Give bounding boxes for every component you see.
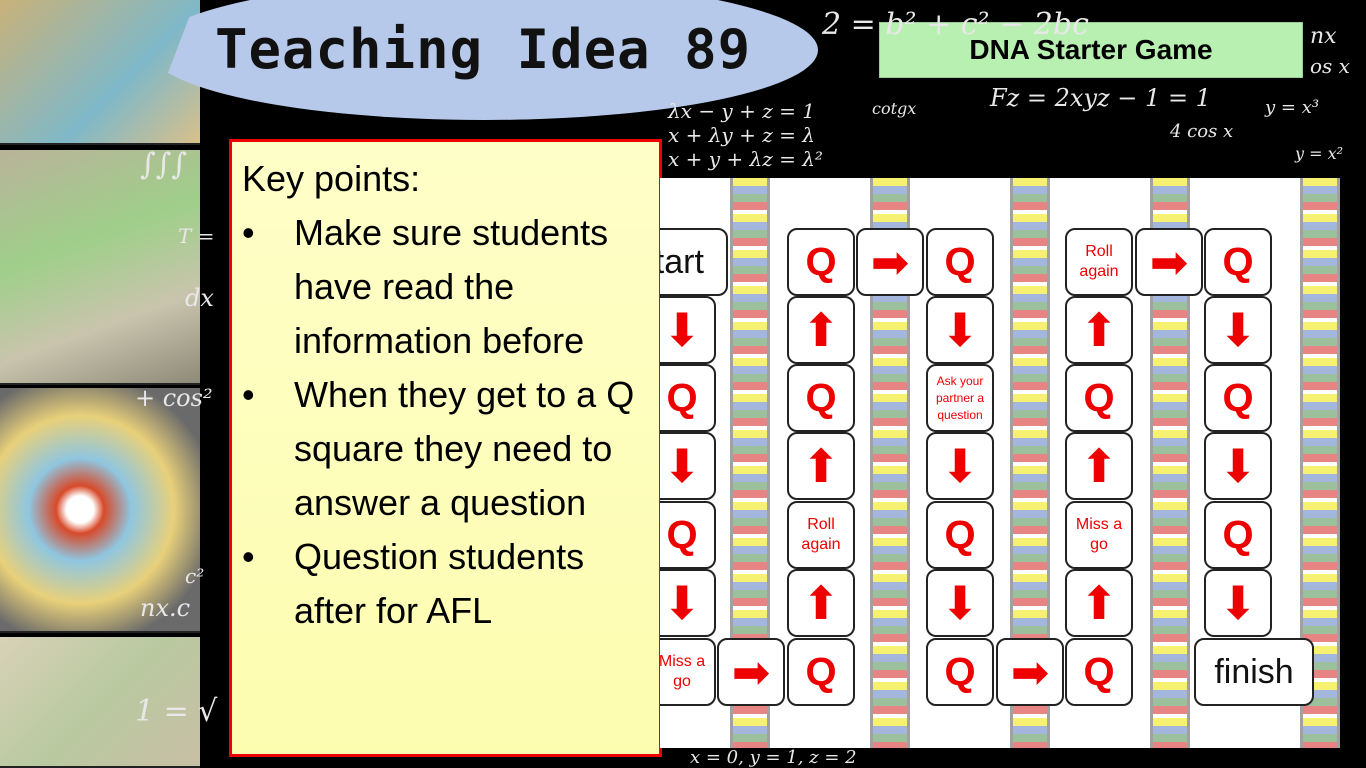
question-square: Q bbox=[1204, 228, 1272, 296]
math-formula: y = x³ bbox=[1265, 97, 1320, 118]
question-square: Q bbox=[787, 638, 855, 706]
arrow-square: ⬇ bbox=[1204, 569, 1272, 637]
arrow-square: ⬇ bbox=[660, 569, 716, 637]
arrow-square: ⬇ bbox=[660, 432, 716, 500]
question-square: Q bbox=[926, 638, 994, 706]
key-points-box: Key points: • Make sure students have rea… bbox=[229, 139, 662, 757]
question-square: Q bbox=[1204, 364, 1272, 432]
arrow-square: ➡ bbox=[996, 638, 1064, 706]
arrow-square: ⬆ bbox=[787, 432, 855, 500]
arrow-square: ⬇ bbox=[926, 296, 994, 364]
key-point-text: Make sure students have read the informa… bbox=[294, 212, 609, 361]
photo-dna-model bbox=[0, 0, 200, 145]
arrow-square: ➡ bbox=[856, 228, 924, 296]
question-square: Q bbox=[787, 228, 855, 296]
action-square: Roll again bbox=[787, 501, 855, 569]
bullet: • bbox=[242, 212, 255, 253]
math-formula: cotgx bbox=[872, 99, 917, 118]
math-formula: nx bbox=[1310, 24, 1337, 49]
math-formula: x + y + λz = λ² bbox=[668, 147, 823, 171]
arrow-square: ⬇ bbox=[660, 296, 716, 364]
question-square: Q bbox=[926, 501, 994, 569]
title-banner bbox=[150, 0, 818, 120]
arrow-square: ⬆ bbox=[787, 569, 855, 637]
finish-square: finish bbox=[1194, 638, 1314, 706]
arrow-square: ⬆ bbox=[787, 296, 855, 364]
arrow-square: ⬇ bbox=[1204, 432, 1272, 500]
math-formula: y = x² bbox=[1295, 144, 1344, 163]
classroom-photos-strip bbox=[0, 0, 205, 768]
key-point-text: When they get to a Q square they need to… bbox=[294, 374, 635, 523]
action-square: Miss a go bbox=[660, 638, 716, 706]
math-formula: x = 0, y = 1, z = 2 bbox=[690, 747, 857, 768]
photo-cell-worksheet bbox=[0, 637, 200, 768]
bullet: • bbox=[242, 374, 255, 415]
photo-cell-cycle-wheel bbox=[0, 388, 200, 633]
start-square: Start bbox=[660, 228, 728, 296]
question-square: Q bbox=[660, 364, 716, 432]
arrow-square: ⬆ bbox=[1065, 296, 1133, 364]
question-square: Q bbox=[660, 501, 716, 569]
action-square: Ask your partner a question bbox=[926, 364, 994, 432]
arrow-square: ⬆ bbox=[1065, 569, 1133, 637]
arrow-square: ➡ bbox=[717, 638, 785, 706]
key-point: • Question students after for AFL bbox=[242, 530, 649, 638]
arrow-square: ➡ bbox=[1135, 228, 1203, 296]
question-square: Q bbox=[1204, 501, 1272, 569]
arrow-square: ⬇ bbox=[926, 569, 994, 637]
math-formula: 4 cos x bbox=[1170, 121, 1234, 142]
question-square: Q bbox=[1065, 364, 1133, 432]
arrow-square: ⬇ bbox=[926, 432, 994, 500]
bullet: • bbox=[242, 536, 255, 577]
slide-tag: DNA Starter Game bbox=[879, 22, 1303, 78]
question-square: Q bbox=[787, 364, 855, 432]
arrow-square: ⬇ bbox=[1204, 296, 1272, 364]
key-point-text: Question students after for AFL bbox=[294, 536, 585, 631]
math-formula: x + λy + z = λ bbox=[668, 123, 815, 147]
action-square: Roll again bbox=[1065, 228, 1133, 296]
question-square: Q bbox=[1065, 638, 1133, 706]
key-points-heading: Key points: bbox=[242, 158, 421, 199]
question-square: Q bbox=[926, 228, 994, 296]
action-square: Miss a go bbox=[1065, 501, 1133, 569]
key-points-list: • Make sure students have read the inform… bbox=[242, 206, 649, 638]
photo-plant-cell-poster bbox=[0, 150, 200, 385]
arrow-square: ⬆ bbox=[1065, 432, 1133, 500]
slide-title: Teaching Idea 89 bbox=[215, 18, 752, 81]
key-point: • When they get to a Q square they need t… bbox=[242, 368, 649, 530]
key-point: • Make sure students have read the inform… bbox=[242, 206, 649, 368]
math-formula: Fz = 2xyz − 1 = 1 bbox=[990, 84, 1211, 112]
math-formula: os x bbox=[1310, 54, 1350, 78]
